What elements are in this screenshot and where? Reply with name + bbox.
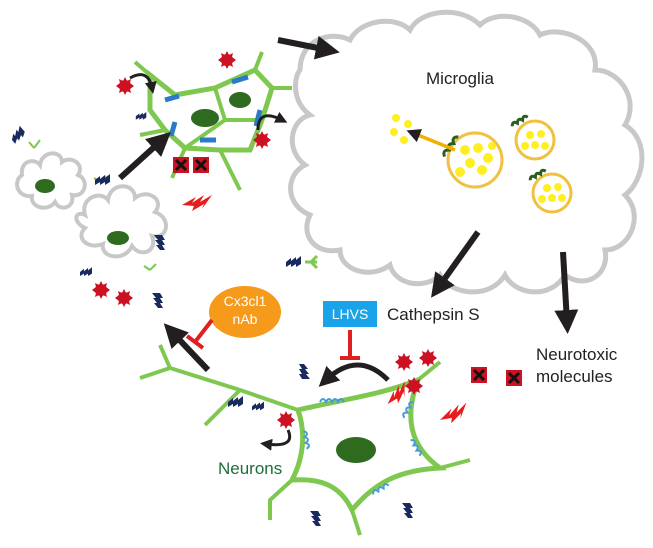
- cathepsin-particle: [277, 411, 295, 429]
- microglia-receptor: [305, 254, 319, 270]
- chemokine-icon: [402, 503, 413, 518]
- cx3cl1-label-line1: Cx3cl1: [224, 293, 267, 309]
- chemokine-icon: [152, 293, 163, 308]
- neuron-nucleus: [336, 437, 376, 463]
- chemokine-icon: [310, 511, 321, 526]
- neurotoxic-molecule-icon: [191, 155, 211, 175]
- arrow-to-neurotoxic: [554, 251, 579, 334]
- vesicle-right-bottom: [531, 172, 573, 214]
- lightning-icon: [182, 195, 212, 211]
- vesicle-receptor-coil: [442, 135, 459, 158]
- neuron-cell: [139, 344, 471, 536]
- lightning-icon: [437, 402, 471, 426]
- neurotoxic-label-line2: molecules: [536, 367, 613, 386]
- cathepsin-s-label: Cathepsin S: [387, 305, 480, 324]
- chemokine-icon: [299, 364, 310, 379]
- cathepsin-particle: [115, 289, 133, 307]
- chemokine-icon: [80, 267, 92, 276]
- arrow-to-activated: [117, 131, 171, 181]
- neurons-label: Neurons: [218, 459, 282, 478]
- curved-arrow: [256, 111, 288, 131]
- arrow-to-microglia: [277, 35, 340, 60]
- cx3cl1-label-line2: nAb: [233, 311, 258, 327]
- vesicle-large: [446, 131, 504, 189]
- cx3cl1-oval: [209, 286, 281, 338]
- chemokine-icon: [95, 174, 110, 185]
- lhvs-label: LHVS: [332, 306, 369, 322]
- microglia-nucleus-small-1: [35, 179, 55, 193]
- chemokine-icon: [286, 256, 301, 267]
- chemokine-icon: [8, 125, 27, 144]
- neurotoxic-molecule-icon: [171, 155, 191, 175]
- release-arrow: [406, 129, 456, 152]
- curved-arrow: [260, 429, 292, 451]
- released-particles: [390, 114, 412, 144]
- vesicle-right-top: [514, 119, 556, 161]
- curved-arrow: [129, 73, 157, 94]
- neurotoxic-molecule-icon: [469, 365, 489, 385]
- small-receptor: [143, 263, 157, 271]
- arrow-to-cathepsin: [431, 230, 481, 298]
- inhibition-cx3cl1: [185, 318, 214, 350]
- lhvs-box: [323, 301, 377, 327]
- inhibition-lhvs: [340, 330, 360, 360]
- neurotoxic-label-line1: Neurotoxic: [536, 345, 618, 364]
- cathepsin-particle: [395, 353, 413, 371]
- cathepsin-particle: [218, 51, 236, 69]
- vesicle-receptor-coil: [510, 114, 529, 127]
- cathepsin-particle: [116, 77, 134, 95]
- microglia-label: Microglia: [426, 69, 495, 88]
- microglia-cell-small-2: [74, 184, 168, 259]
- chemokine-icon: [252, 401, 264, 411]
- cathepsin-particle: [92, 281, 110, 299]
- neurotoxic-molecule-icon: [504, 368, 524, 388]
- microglia-nucleus-small-2: [107, 231, 129, 245]
- activated-microglia: [133, 51, 292, 191]
- curved-arrow: [318, 362, 390, 387]
- small-receptor: [28, 139, 41, 149]
- vesicle-receptor-coil: [528, 168, 547, 181]
- chemokine-icon: [135, 112, 147, 120]
- arrow-to-small-microglia: [163, 323, 211, 373]
